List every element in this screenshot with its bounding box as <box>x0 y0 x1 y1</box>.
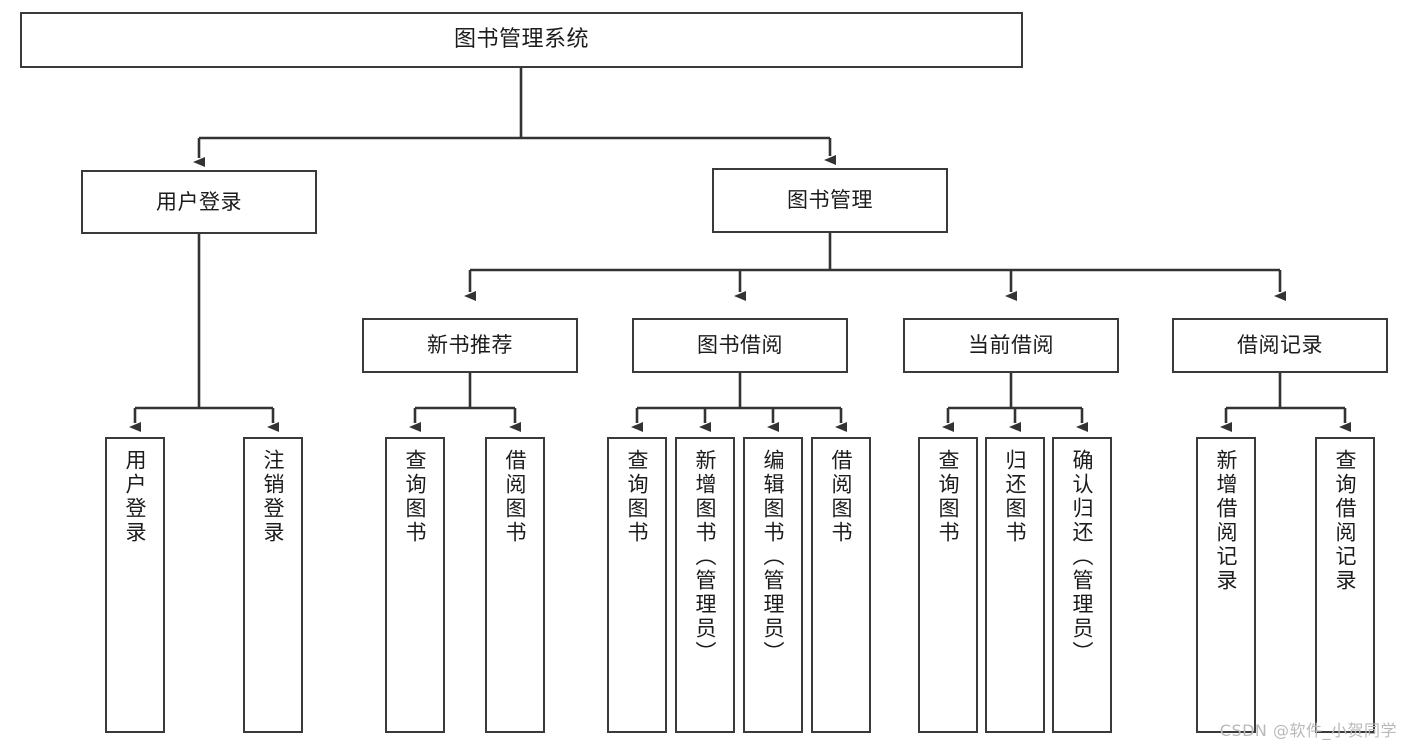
node-label: 归还图书 <box>1003 449 1028 545</box>
node-user-login[interactable]: 用户登录 <box>81 170 317 234</box>
node-new-book-recommend[interactable]: 新书推荐 <box>362 318 578 373</box>
leaf-user-login[interactable]: 用户登录 <box>105 437 165 733</box>
leaf-current-query-book[interactable]: 查询图书 <box>918 437 978 733</box>
node-current-borrow[interactable]: 当前借阅 <box>903 318 1119 373</box>
node-book-management[interactable]: 图书管理 <box>712 168 948 233</box>
node-label: 图书管理 <box>787 188 873 213</box>
node-label: 图书借阅 <box>697 333 783 358</box>
node-label: 用户登录 <box>156 189 242 214</box>
leaf-borrow-borrow-book[interactable]: 借阅图书 <box>811 437 871 733</box>
edge-group-book-borrow <box>631 373 847 432</box>
node-label: 用户登录 <box>123 449 148 545</box>
node-label: 当前借阅 <box>968 333 1054 358</box>
leaf-borrow-add-book[interactable]: 新增图书（管理员） <box>675 437 735 733</box>
node-label: 借阅图书 <box>503 449 528 545</box>
edge-group-user-login <box>129 234 279 432</box>
node-label: 查询图书 <box>403 449 428 545</box>
node-borrow-record[interactable]: 借阅记录 <box>1172 318 1388 373</box>
node-label: 图书管理系统 <box>453 27 589 53</box>
node-label: 注销登录 <box>261 449 286 545</box>
leaf-borrow-query-book[interactable]: 查询图书 <box>607 437 667 733</box>
leaf-current-confirm-return[interactable]: 确认归还（管理员） <box>1052 437 1112 733</box>
leaf-recommend-query-book[interactable]: 查询图书 <box>385 437 445 733</box>
node-root-system[interactable]: 图书管理系统 <box>20 12 1023 68</box>
node-label: 确认归还（管理员） <box>1070 449 1095 665</box>
leaf-record-query-record[interactable]: 查询借阅记录 <box>1315 437 1375 733</box>
node-label: 编辑图书（管理员） <box>761 449 786 665</box>
edge-group-borrow-record <box>1220 373 1351 432</box>
node-label: 查询借阅记录 <box>1333 449 1358 593</box>
edge-group-current-borrow <box>942 373 1088 432</box>
edge-group-book-manage <box>464 233 1286 301</box>
leaf-current-return-book[interactable]: 归还图书 <box>985 437 1045 733</box>
node-label: 借阅记录 <box>1237 333 1323 358</box>
edge-group-new-book-rec <box>409 373 521 432</box>
leaf-user-logout[interactable]: 注销登录 <box>243 437 303 733</box>
node-label: 新书推荐 <box>427 333 513 358</box>
node-label: 新增借阅记录 <box>1214 449 1239 593</box>
csdn-watermark: CSDN @软件_小贺同学 <box>1219 721 1397 740</box>
leaf-record-add-record[interactable]: 新增借阅记录 <box>1196 437 1256 733</box>
node-book-borrow[interactable]: 图书借阅 <box>632 318 848 373</box>
node-label: 查询图书 <box>625 449 650 545</box>
leaf-borrow-edit-book[interactable]: 编辑图书（管理员） <box>743 437 803 733</box>
node-label: 新增图书（管理员） <box>693 449 718 665</box>
leaf-recommend-borrow-book[interactable]: 借阅图书 <box>485 437 545 733</box>
edge-group-root <box>193 68 836 167</box>
node-label: 借阅图书 <box>829 449 854 545</box>
node-label: 查询图书 <box>936 449 961 545</box>
